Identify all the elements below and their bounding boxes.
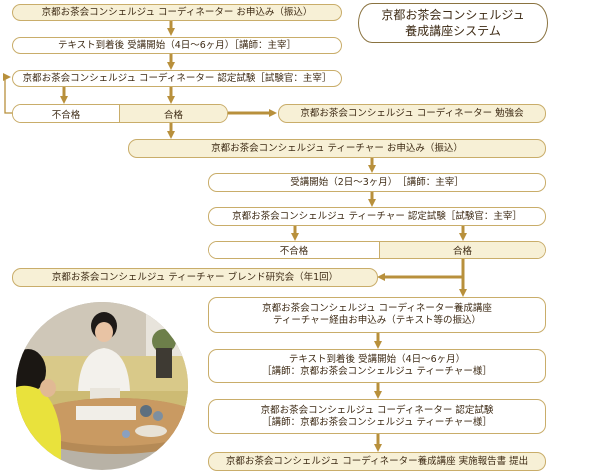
step-coordinator-exam: 京都お茶会コンシェルジュ コーディネーター 認定試験［試験官：主宰］ (12, 70, 342, 87)
s10-line2: ティーチャー経由お申込み（テキスト等の振込） (272, 315, 482, 326)
system-title-line1: 京都お茶会コンシェルジュ (381, 7, 525, 22)
step-teacher-exam: 京都お茶会コンシェルジュ ティーチャー 認定試験［試験官：主宰］ (208, 207, 546, 226)
step-teacher-course-start: 受講開始（2日〜3ヶ月） ［講師：主宰］ (208, 173, 546, 192)
system-title: 京都お茶会コンシェルジュ 養成講座システム (358, 3, 548, 43)
coordinator-result-fail: 不合格 (13, 105, 119, 122)
step-teacher-application: 京都お茶会コンシェルジュ ティーチャー お申込み（振込） (128, 139, 546, 158)
s11-line2: ［講師：京都お茶会コンシェルジュ ティーチャー様］ (262, 366, 492, 377)
arrow-fail-loop (3, 73, 12, 114)
system-title-line2: 養成講座システム (405, 24, 501, 38)
step-coordinator-course-start: テキスト到着後 受講開始（4日〜6ヶ月）［講師：主宰］ (12, 37, 342, 54)
tea-lesson-photo (16, 302, 188, 470)
coordinator-result-pass: 合格 (119, 105, 227, 122)
step-coordinator-via-teacher-course: テキスト到着後 受講開始（4日〜6ヶ月） ［講師：京都お茶会コンシェルジュ ティ… (208, 349, 546, 383)
teacher-exam-result: 不合格 合格 (208, 241, 546, 259)
step-coordinator-study-group: 京都お茶会コンシェルジュ コーディネーター 勉強会 (278, 104, 546, 123)
teacher-result-pass: 合格 (379, 242, 545, 258)
step-report-submission: 京都お茶会コンシェルジュ コーディネーター養成講座 実施報告書 提出 (208, 452, 546, 471)
step-teacher-blend-workshop: 京都お茶会コンシェルジュ ティーチャー ブレンド研究会（年1回） (12, 268, 378, 287)
s10-line1: 京都お茶会コンシェルジュ コーディネーター養成講座 (262, 303, 492, 315)
step-coordinator-via-teacher-application: 京都お茶会コンシェルジュ コーディネーター養成講座 ティーチャー経由お申込み（テ… (208, 297, 546, 333)
step-coordinator-via-teacher-exam: 京都お茶会コンシェルジュ コーディネーター 認定試験 ［講師：京都お茶会コンシェ… (208, 399, 546, 434)
teacher-result-fail: 不合格 (209, 242, 379, 258)
s11-line1: テキスト到着後 受講開始（4日〜6ヶ月） (288, 354, 466, 366)
coordinator-exam-result: 不合格 合格 (12, 104, 228, 123)
s12-line1: 京都お茶会コンシェルジュ コーディネーター 認定試験 (260, 404, 494, 416)
s12-line2: ［講師：京都お茶会コンシェルジュ ティーチャー様］ (262, 416, 492, 428)
step-coordinator-application: 京都お茶会コンシェルジュ コーディネーター お申込み（振込） (12, 4, 342, 21)
